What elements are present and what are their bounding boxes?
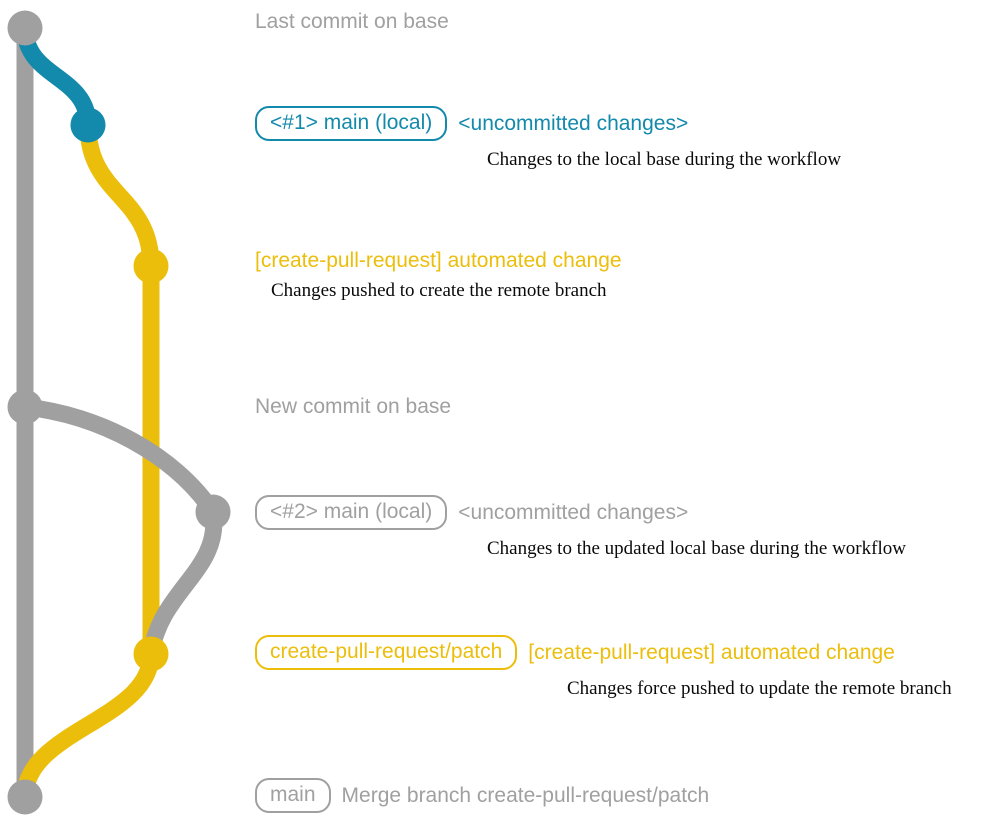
commit-6-subject: [create-pull-request] automated change (528, 640, 895, 664)
commit-1-subject: Last commit on base (255, 10, 449, 33)
commit-node-base-1[interactable] (7, 10, 43, 46)
commit-4-subject: New commit on base (255, 395, 452, 418)
commit-3-note: Changes pushed to create the remote bran… (271, 280, 607, 302)
edge-patch-merge-to-base (16, 645, 160, 806)
commit-entry-6: create-pull-request/patch [create-pull-r… (255, 635, 952, 700)
commit-node-local-2[interactable] (195, 494, 231, 530)
commit-entry-5: <#2> main (local) <uncommitted changes> … (255, 495, 906, 560)
commit-3-headline: [create-pull-request] automated change (255, 249, 622, 272)
commit-3-subject: [create-pull-request] automated change (255, 249, 622, 272)
commit-2-headline: <#1> main (local) <uncommitted changes> (255, 106, 841, 142)
commit-node-local-1[interactable] (70, 107, 106, 143)
commit-entry-4: New commit on base (255, 395, 452, 418)
commit-4-headline: New commit on base (255, 395, 452, 418)
edge-local2-to-patch2 (142, 503, 223, 663)
ref-pill-main-local-1[interactable]: <#1> main (local) (255, 106, 448, 142)
commit-2-subject: <uncommitted changes> (458, 111, 689, 135)
commit-entry-7: main Merge branch create-pull-request/pa… (255, 778, 710, 814)
commit-node-base-3[interactable] (7, 779, 43, 815)
commit-6-note: Changes force pushed to update the remot… (567, 678, 952, 700)
commit-5-subject: <uncommitted changes> (458, 500, 689, 524)
commit-6-body: create-pull-request/patch [create-pull-r… (255, 635, 952, 700)
commit-4-body: New commit on base (255, 395, 452, 418)
commit-5-headline: <#2> main (local) <uncommitted changes> (255, 495, 906, 531)
commit-node-patch-1[interactable] (133, 248, 169, 284)
commit-1-body: Last commit on base (255, 10, 449, 33)
commit-node-patch-2[interactable] (133, 636, 169, 672)
commit-entry-2: <#1> main (local) <uncommitted changes> … (255, 106, 841, 171)
ref-pill-main-local-2[interactable]: <#2> main (local) (255, 495, 448, 531)
ref-pill-main[interactable]: main (255, 778, 331, 814)
commit-7-headline: main Merge branch create-pull-request/pa… (255, 778, 710, 814)
commit-node-base-2[interactable] (7, 389, 43, 425)
ref-pill-create-pull-request-patch[interactable]: create-pull-request/patch (255, 635, 518, 671)
commit-2-note: Changes to the local base during the wor… (487, 149, 842, 171)
commit-6-headline: create-pull-request/patch [create-pull-r… (255, 635, 952, 671)
commit-entry-3: [create-pull-request] automated change C… (255, 249, 622, 302)
commit-1-headline: Last commit on base (255, 10, 449, 33)
commit-5-note: Changes to the updated local base during… (487, 538, 906, 560)
commit-3-body: [create-pull-request] automated change C… (255, 249, 622, 302)
edge-base-to-local2 (16, 398, 222, 521)
commit-7-body: main Merge branch create-pull-request/pa… (255, 778, 710, 814)
commit-2-body: <#1> main (local) <uncommitted changes> … (255, 106, 841, 171)
commit-entry-1: Last commit on base (255, 10, 449, 33)
edge-local1-to-patch1 (79, 116, 160, 275)
commit-5-body: <#2> main (local) <uncommitted changes> … (255, 495, 906, 560)
commit-7-subject: Merge branch create-pull-request/patch (341, 783, 710, 807)
